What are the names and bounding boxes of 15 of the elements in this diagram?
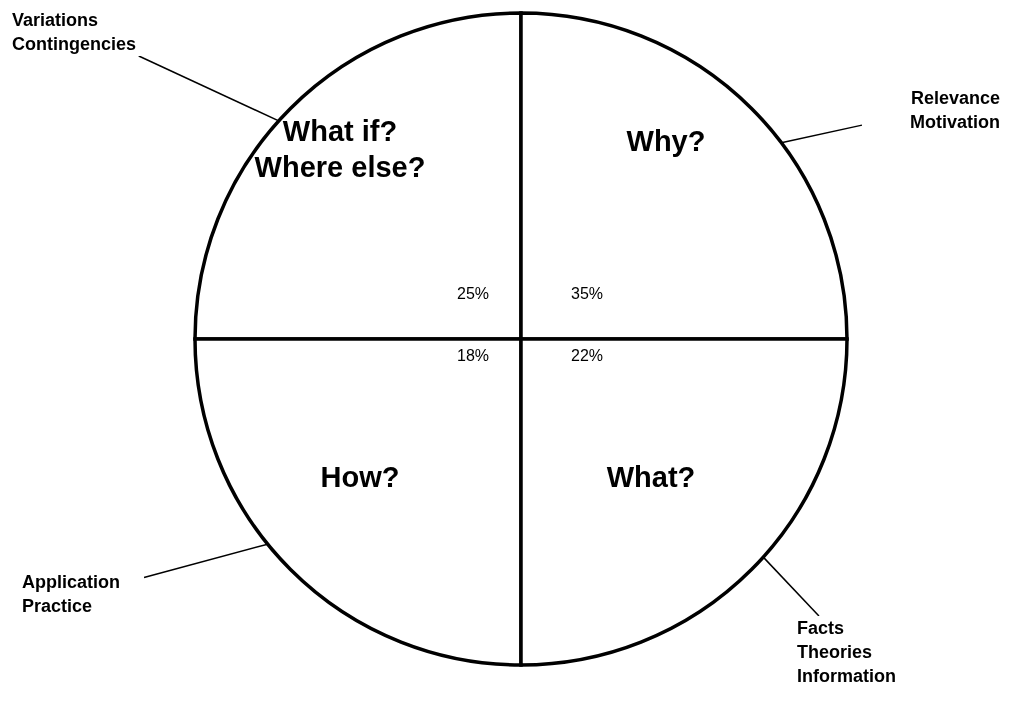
leader-line	[138, 55, 280, 122]
node-label: Relevance Motivation	[910, 88, 1000, 132]
quadrant-question: How?	[319, 460, 401, 495]
quadrant-question: What if? Where else?	[253, 114, 427, 185]
percentage-label: 35%	[571, 285, 604, 303]
node-label: Facts Theories Information	[797, 618, 896, 686]
leader-line	[143, 543, 269, 579]
percentage-label: 25%	[457, 285, 490, 303]
percentage-label: 22%	[571, 347, 604, 365]
quadrant-question: What?	[605, 460, 697, 495]
node-label: Application Practice	[22, 572, 120, 616]
leader-line	[762, 556, 820, 617]
node-label: Variations Contingencies	[12, 10, 137, 54]
quadrant-question: Why?	[625, 124, 707, 159]
percentage-label: 18%	[457, 347, 490, 365]
